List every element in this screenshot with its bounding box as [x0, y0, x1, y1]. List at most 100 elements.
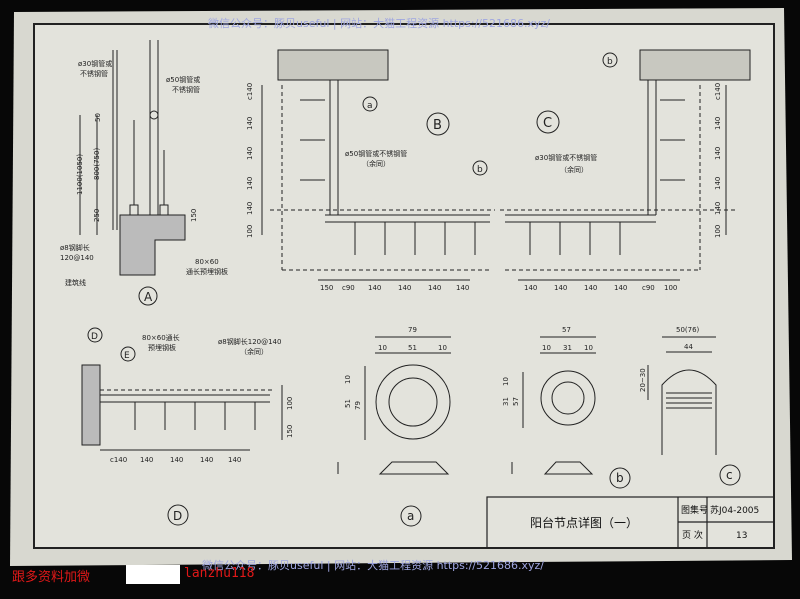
- detail-d-tag-e: E: [124, 351, 130, 361]
- dim-c-v2: 140: [714, 147, 722, 160]
- label-flat: 80×60: [195, 258, 219, 266]
- detail-sa-tag-circle: [400, 505, 422, 527]
- dim-sb-p0: 10: [542, 344, 551, 352]
- sheet-title: 阳台节点详图（一）: [530, 515, 638, 530]
- dim-d-h2: 140: [170, 456, 183, 464]
- label-pipe30-b: 不锈钢管: [80, 69, 108, 78]
- dim-b-h5: 140: [456, 284, 469, 292]
- detail-sc-tag: c: [726, 468, 733, 482]
- label-d-anchor: ø8钢脚长120@140: [218, 337, 281, 346]
- dim-sa-v0: 79: [354, 401, 362, 410]
- detail-c-tag: C: [543, 116, 552, 131]
- atlas-value: 苏J04-2005: [710, 504, 759, 516]
- detail-c-tag-b: b: [607, 57, 613, 67]
- wall-top-c: [639, 49, 751, 81]
- detail-d-tag-d: D: [91, 332, 98, 342]
- detail-b-subtag-a: [362, 96, 378, 112]
- detail-sa: [337, 336, 451, 475]
- title-block: [486, 496, 775, 549]
- dim-a-1100: 1100(1050): [76, 154, 84, 195]
- dim-a-50: 50: [94, 113, 102, 122]
- dim-a-250: 250: [93, 209, 101, 222]
- wall-d: [81, 364, 101, 446]
- label-d-anchor-b: （余同）: [240, 347, 268, 356]
- detail-sc: [647, 336, 717, 455]
- detail-a: [79, 40, 186, 276]
- label-anchor: ø8钢脚长: [60, 243, 90, 252]
- dim-sb-w: 57: [562, 326, 571, 334]
- dim-c-v5: 100: [714, 225, 722, 238]
- detail-sc-tag-circle: [719, 464, 741, 486]
- dim-sb-v2: 31: [502, 397, 510, 406]
- dim-sb-v1: 10: [502, 377, 510, 386]
- dim-b-h4: 140: [428, 284, 441, 292]
- dim-sb-v0: 57: [512, 397, 520, 406]
- dim-b-h1: c90: [342, 284, 355, 292]
- detail-b: [261, 49, 495, 281]
- dim-b-v3: 140: [246, 177, 254, 190]
- drawing-frame: [33, 23, 775, 549]
- label-flat-b: 通长预埋钢板: [186, 267, 228, 276]
- dim-sa-p1: 51: [408, 344, 417, 352]
- dim-sc-v-label: 20~30: [639, 368, 647, 392]
- dim-a-800: 800(750): [93, 148, 101, 180]
- watermark-bottom: 微信公众号：豚贝useful | 网站：大猫工程资源 https://52168…: [202, 559, 544, 572]
- detail-b-tag: B: [433, 118, 442, 133]
- detail-b-subtag-b: [472, 160, 488, 176]
- detail-b-tag-circle: [426, 112, 450, 136]
- cap-body: [661, 369, 717, 455]
- atlas-label: 图集号: [681, 504, 708, 516]
- dim-c-v4: 140: [714, 202, 722, 215]
- dim-sb-p1: 31: [563, 344, 572, 352]
- label-d-flat: 80×60通长: [142, 333, 180, 342]
- dim-sc-w: 50(76): [676, 326, 700, 334]
- label-pipe50: ø50钢管或: [166, 75, 200, 84]
- dim-b-v4: 140: [246, 202, 254, 215]
- page-value: 13: [736, 531, 747, 541]
- dim-b-v2: 140: [246, 147, 254, 160]
- detail-d-tag-circle: [167, 504, 189, 526]
- dim-d-v0: 100: [286, 397, 294, 410]
- label-anchor-b: 120@140: [60, 254, 94, 262]
- detail-c: [500, 49, 751, 281]
- page-label: 页 次: [682, 529, 703, 541]
- dim-c-v3: 140: [714, 177, 722, 190]
- detail-d: [81, 364, 283, 451]
- redaction-box: [126, 565, 180, 584]
- dim-sa-v2: 51: [344, 399, 352, 408]
- ring-b-inner: [551, 381, 585, 415]
- detail-sb-tag: b: [616, 471, 624, 485]
- ring-b-section: [543, 461, 594, 475]
- ring-a-section: [378, 461, 450, 475]
- detail-sb-tag-circle: [609, 467, 631, 489]
- dim-sc-inner-label: 44: [684, 343, 693, 351]
- detail-sb: [511, 336, 596, 475]
- detail-a-tag: A: [144, 290, 153, 304]
- dim-b-v1: 140: [246, 117, 254, 130]
- promo-id: lanzhu118: [184, 566, 255, 581]
- dim-d-h4: 140: [228, 456, 241, 464]
- detail-c-tag-circle: [536, 110, 560, 134]
- dim-b-h2: 140: [368, 284, 381, 292]
- label-b-pipe-b: （余同）: [362, 159, 390, 168]
- detail-sa-tag: a: [407, 509, 414, 523]
- dim-d-h3: 140: [200, 456, 213, 464]
- dim-d-v1: 150: [286, 425, 294, 438]
- detail-c-subtag-b: [602, 52, 618, 68]
- dim-d-h0: c140: [110, 456, 127, 464]
- label-c-pipe: ø30钢管或不锈钢管: [535, 153, 597, 162]
- detail-d-subtag-e: [120, 346, 136, 362]
- label-d-flat-b: 预埋钢板: [148, 343, 176, 352]
- promo-text: 跟多资料加微: [12, 570, 91, 585]
- detail-d-subtag-d: [87, 327, 103, 343]
- dim-b-v0: c140: [246, 83, 254, 100]
- dim-c-h1: 140: [554, 284, 567, 292]
- dim-d-h1: 140: [140, 456, 153, 464]
- dim-sa-w: 79: [408, 326, 417, 334]
- label-b-pipe: ø50钢管或不锈钢管: [345, 149, 407, 158]
- dim-b-h0: 150: [320, 284, 333, 292]
- label-pipe50-b: 不锈钢管: [172, 85, 200, 94]
- dim-c-v0: c140: [714, 83, 722, 100]
- pipe-section: [149, 110, 159, 120]
